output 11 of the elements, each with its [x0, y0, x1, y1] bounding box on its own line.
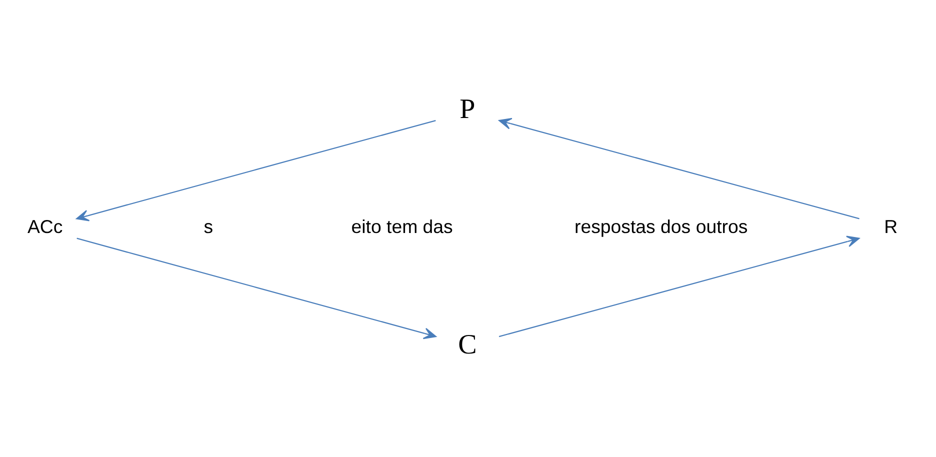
node-text: R: [884, 216, 898, 237]
arrow: [498, 236, 860, 338]
label: s: [204, 216, 214, 237]
arrow: [76, 238, 436, 340]
label: respostas dos outros: [574, 216, 748, 237]
node-text: ACc: [27, 216, 63, 237]
label: eito tem das: [351, 216, 453, 237]
node-text: C: [458, 330, 477, 361]
node-text: P: [460, 94, 476, 125]
arrow: [498, 118, 860, 220]
arrow: [76, 120, 436, 222]
